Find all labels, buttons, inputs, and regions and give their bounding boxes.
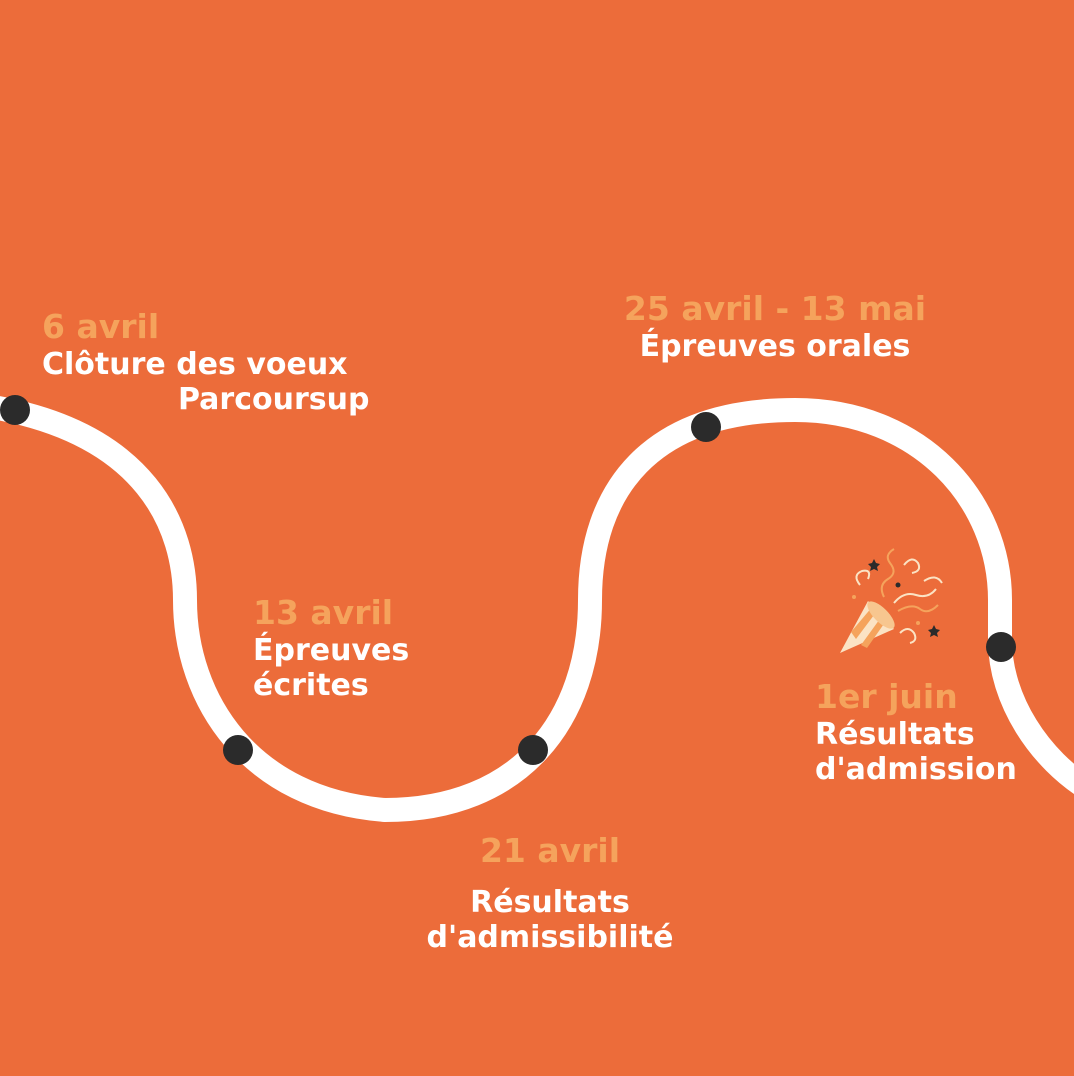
- milestone-label: Parcoursup: [178, 382, 370, 418]
- milestone-label: écrites: [253, 668, 369, 704]
- milestone-admissibilite: 21 avril Résultats d'admissibilité: [410, 831, 690, 956]
- timeline-dot: [223, 735, 253, 765]
- milestone-label: Épreuves orales: [639, 328, 911, 364]
- milestone-date: 21 avril: [479, 831, 621, 870]
- milestone-epreuves-orales: 25 avril - 13 mai Épreuves orales: [600, 289, 950, 364]
- milestone-date: 1er juin: [815, 677, 958, 716]
- timeline-dot: [0, 395, 30, 425]
- milestone-label: Résultats: [470, 884, 630, 920]
- timeline-dot: [518, 735, 548, 765]
- milestone-label: d'admission: [815, 752, 1017, 788]
- milestone-label: Résultats: [815, 716, 975, 752]
- milestone-admission: 1er juin Résultats d'admission: [815, 677, 1017, 788]
- timeline-curve: [0, 396, 1074, 823]
- timeline-dot: [986, 632, 1016, 662]
- milestone-date: 6 avril: [42, 307, 160, 346]
- milestone-label: d'admissibilité: [426, 920, 674, 956]
- timeline-dot: [691, 412, 721, 442]
- milestone-label: Épreuves: [253, 632, 410, 668]
- milestone-epreuves-ecrites: 13 avril Épreuves écrites: [253, 593, 410, 704]
- milestone-date: 13 avril: [253, 593, 394, 632]
- milestone-label: Clôture des voeux: [42, 346, 348, 382]
- party-popper-icon: [840, 548, 943, 653]
- milestone-voeux-cloture: 6 avril Clôture des voeux Parcoursup: [42, 307, 370, 418]
- milestone-date: 25 avril - 13 mai: [623, 289, 927, 328]
